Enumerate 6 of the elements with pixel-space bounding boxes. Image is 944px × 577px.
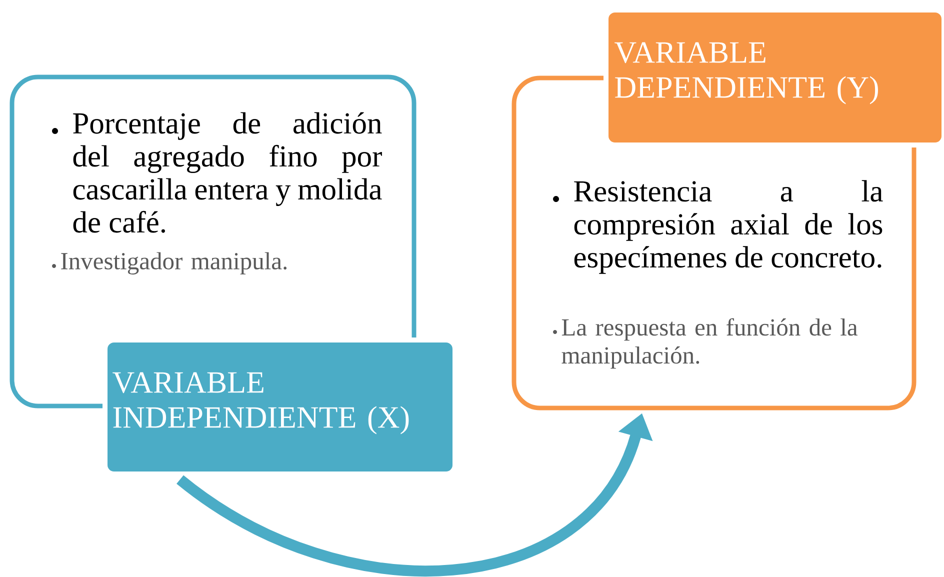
title-box: VARIABLE INDEPENDIENTE (X)	[102, 338, 458, 476]
note-text: Investigador manipula.	[61, 252, 287, 274]
title-box: VARIABLE DEPENDIENTE (Y)	[604, 8, 944, 148]
bullet-text: Porcentaje de adición del agregado fino por cascarilla entera y molida de café.	[73, 112, 382, 233]
bullet-text: Resistencia a la compresión axial de los especímenes de concreto.	[574, 180, 883, 274]
note-text: La respuesta en función de la manipulación.	[562, 318, 858, 369]
